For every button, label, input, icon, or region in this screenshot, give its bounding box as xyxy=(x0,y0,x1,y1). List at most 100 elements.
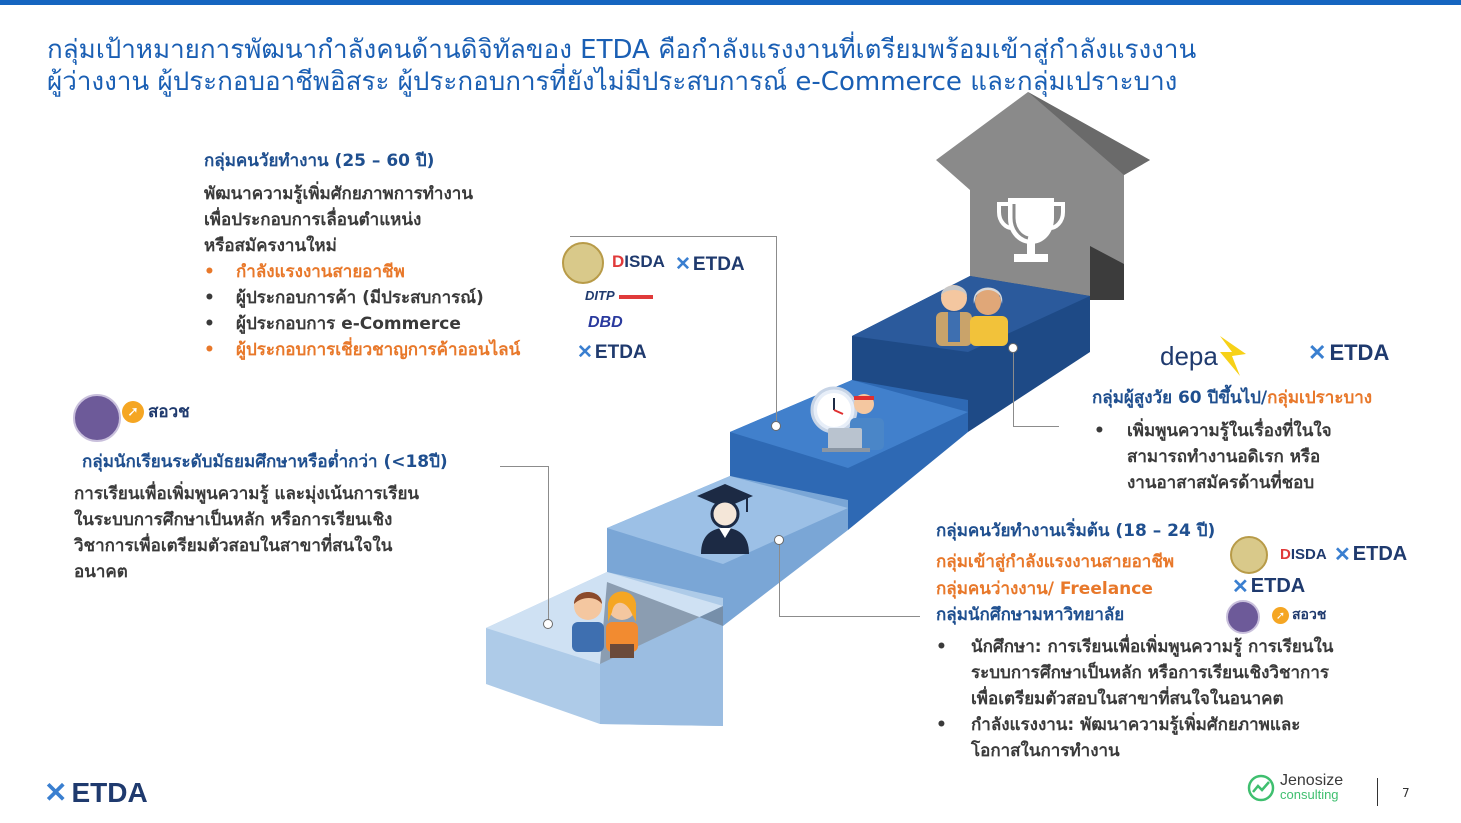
connector-early-career xyxy=(779,540,920,617)
bullet-dot: • xyxy=(936,715,947,735)
university-seal-logo xyxy=(73,394,121,442)
step-1-front xyxy=(600,606,723,726)
sova-logo-text: สอวช xyxy=(1292,606,1327,622)
jenosize-logo: Jenosize consulting xyxy=(1247,772,1344,802)
early-career-bullet-text: เพื่อเตรียมตัวสอบในสาขาที่สนใจในอนาคต xyxy=(971,689,1284,709)
early-career-sub1: กลุ่มเข้าสู่กำลังแรงงานสายอาชีพ xyxy=(936,552,1175,572)
working-age-bullet-text: ผู้ประกอบการเชี่ยวชาญการค้าออนไลน์ xyxy=(236,340,521,360)
etda-logo-text: ETDA xyxy=(1250,575,1306,597)
government-seal-logo xyxy=(562,242,604,284)
sova-logo-text: สอวช xyxy=(148,402,190,421)
early-career-bullet-text: กำลังแรงงาน: พัฒนาความรู้เพิ่มศักยภาพและ xyxy=(971,715,1301,735)
bullet-dot: • xyxy=(204,262,215,282)
etda-x-icon: ✕ xyxy=(1232,576,1249,598)
ditp-logo-text: DITP xyxy=(585,288,615,303)
students-desc-line: อนาคต xyxy=(74,562,128,582)
university-seal-logo xyxy=(1226,600,1260,634)
students-desc-line: ในระบบการศึกษาเป็นหลัก หรือการเรียนเชิง xyxy=(74,510,393,530)
working-age-description: พัฒนาความรู้เพิ่มศักยภาพการทำงาน เพื่อปร… xyxy=(204,181,520,363)
sova-arrow-icon: ➚ xyxy=(1272,606,1289,624)
connector-students xyxy=(500,466,549,625)
jenosize-logo-text: Jenosize xyxy=(1280,772,1344,789)
graduate-icon xyxy=(697,484,753,554)
etda-x-icon: ✕ xyxy=(1334,544,1351,566)
etda-x-icon: ✕ xyxy=(1308,340,1327,365)
footer-etda-logo: ✕ETDA xyxy=(44,776,148,809)
students-desc-line: การเรียนเพื่อเพิ่มพูนความรู้ และมุ่งเน้น… xyxy=(74,484,420,504)
etda-logo: ✕ETDA xyxy=(675,253,745,276)
dbd-logo: DBD xyxy=(588,314,623,331)
working-age-bullet: • ผู้ประกอบการ e-Commerce xyxy=(204,311,520,337)
depa-logo: depa xyxy=(1160,334,1248,378)
footer-divider xyxy=(1377,778,1378,806)
ditp-swoosh-icon xyxy=(618,294,653,299)
early-career-description: •นักศึกษา: การเรียนเพื่อเพิ่มพูนความรู้ … xyxy=(936,634,1333,764)
elderly-couple-icon xyxy=(936,285,1008,346)
working-age-bullet: •ผู้ประกอบการเชี่ยวชาญการค้าออนไลน์ xyxy=(204,337,520,363)
early-career-sub2: กลุ่มคนว่างงาน/ Freelance xyxy=(936,579,1153,599)
trophy-icon xyxy=(997,198,1065,262)
etda-logo: ✕ETDA xyxy=(1308,340,1389,366)
page-title-line-1: กลุ่มเป้าหมายการพัฒนากำลังคนด้านดิจิทัลข… xyxy=(47,35,1197,65)
elderly-bullet-text: งานอาสาสมัครด้านที่ชอบ xyxy=(1127,473,1315,493)
disda-logo: DISDA xyxy=(1280,546,1327,563)
working-age-bullet-text: ผู้ประกอบการ e-Commerce xyxy=(236,314,461,334)
working-age-desc-line: หรือสมัครงานใหม่ xyxy=(204,236,337,256)
elderly-description: •เพิ่มพูนความรู้ในเรื่องที่ในใจ สามารถทำ… xyxy=(1094,418,1332,496)
working-age-desc-line: พัฒนาความรู้เพิ่มศักยภาพการทำงาน xyxy=(204,184,473,204)
students-description: การเรียนเพื่อเพิ่มพูนความรู้ และมุ่งเน้น… xyxy=(74,481,419,585)
connector-dot-working-age xyxy=(771,421,781,431)
working-age-desc-line: เพื่อประกอบการเลื่อนตำแหน่ง xyxy=(204,210,422,230)
sova-logo: ➚ สอวช xyxy=(1272,604,1326,626)
working-age-bullet-text: กำลังแรงงานสายอาชีพ xyxy=(236,262,405,282)
working-age-heading: กลุ่มคนวัยทำงาน (25 – 60 ปี) xyxy=(204,151,435,171)
page-number: 7 xyxy=(1402,786,1410,800)
etda-logo-text: ETDA xyxy=(71,776,148,808)
disda-logo: DISDA xyxy=(612,252,665,272)
etda-logo-text: ETDA xyxy=(594,341,647,363)
jenosize-circle-icon xyxy=(1247,774,1275,802)
disda-logo-text: ISDA xyxy=(1290,546,1327,563)
early-career-bullet-text: ระบบการศึกษาเป็นหลัก หรือการเรียนเชิงวิช… xyxy=(971,663,1329,683)
sova-logo: ➚ สอวช xyxy=(122,398,190,425)
bullet-dot: • xyxy=(204,288,215,308)
etda-x-icon: ✕ xyxy=(675,254,691,275)
students-heading: กลุ่มนักเรียนระดับมัธยมศึกษาหรือต่ำกว่า … xyxy=(82,452,448,472)
page-title: กลุ่มเป้าหมายการพัฒนากำลังคนด้านดิจิทัลข… xyxy=(47,34,1427,98)
elderly-heading-part-b: กลุ่มเปราะบาง xyxy=(1267,388,1373,408)
depa-bolt-icon xyxy=(1219,336,1246,376)
house-side xyxy=(1090,246,1124,300)
working-age-bullet-text: ผู้ประกอบการค้า (มีประสบการณ์) xyxy=(236,288,484,308)
government-seal-logo xyxy=(1230,536,1268,574)
bullet-dot: • xyxy=(1094,421,1105,441)
disda-logo-d: D xyxy=(612,252,625,271)
connector-dot-elderly xyxy=(1008,343,1018,353)
bullet-dot: • xyxy=(204,314,215,334)
elderly-heading: กลุ่มผู้สูงวัย 60 ปีขึ้นไป/กลุ่มเปราะบาง xyxy=(1092,384,1372,411)
elderly-heading-part-a: กลุ่มผู้สูงวัย 60 ปีขึ้นไป/ xyxy=(1092,388,1268,408)
connector-dot-early-career xyxy=(774,535,784,545)
etda-logo: ✕ETDA xyxy=(1334,542,1407,567)
ditp-logo: DITP xyxy=(585,288,653,303)
jenosize-consulting-text: consulting xyxy=(1280,787,1339,802)
house-roof-edge xyxy=(1028,92,1150,175)
etda-logo-text: ETDA xyxy=(1329,340,1390,365)
early-career-bullet: • กำลังแรงงาน: พัฒนาความรู้เพิ่มศักยภาพแล… xyxy=(936,712,1333,738)
kids-icon xyxy=(572,591,638,658)
etda-logo-text: ETDA xyxy=(692,253,745,275)
working-age-bullet: • กำลังแรงงานสายอาชีพ xyxy=(204,259,520,285)
early-career-bullet-text: โอกาสในการทำงาน xyxy=(971,741,1120,761)
etda-logo: ✕ETDA xyxy=(577,341,647,364)
top-accent-bar xyxy=(0,0,1461,5)
elderly-bullet-text: สามารถทำงานอดิเรก หรือ xyxy=(1127,447,1321,467)
disda-logo-text: ISDA xyxy=(624,252,665,271)
working-age-bullet: • ผู้ประกอบการค้า (มีประสบการณ์) xyxy=(204,285,520,311)
elderly-bullet: •เพิ่มพูนความรู้ในเรื่องที่ในใจ xyxy=(1094,418,1332,444)
office-worker-icon xyxy=(810,386,884,452)
sova-arrow-icon: ➚ xyxy=(122,400,144,423)
etda-x-icon: ✕ xyxy=(44,777,68,808)
bullet-dot: • xyxy=(936,637,947,657)
disda-logo-d: D xyxy=(1280,546,1291,563)
students-desc-line: วิชาการเพื่อเตรียมตัวสอบในสาขาที่สนใจใน xyxy=(74,536,393,556)
connector-working-age xyxy=(570,236,777,427)
